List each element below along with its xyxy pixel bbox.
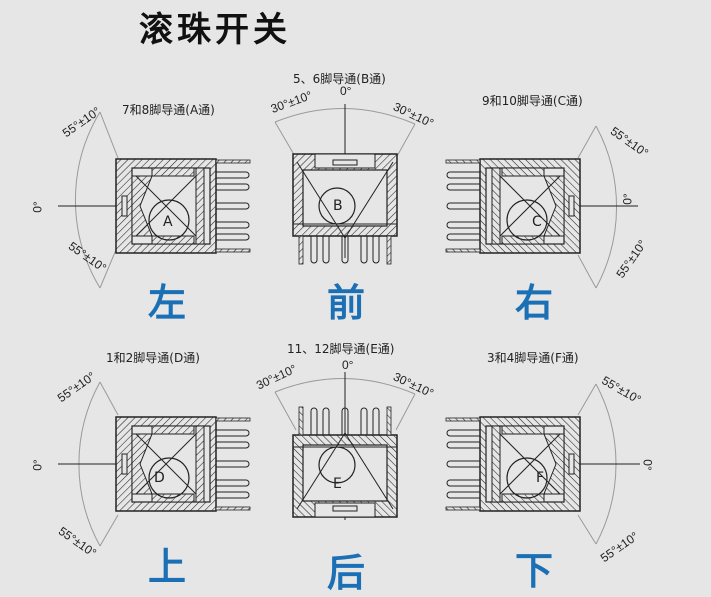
caption-e: 11、12脚导通(E通) [287, 342, 395, 356]
direction-up: 上 [148, 545, 187, 589]
ball-letter-a: A [163, 214, 173, 230]
panel-a-diagram [58, 111, 251, 289]
angle-c-zero: 0° [620, 193, 635, 205]
direction-front: 前 [327, 281, 366, 325]
ball-letter-f: F [536, 470, 545, 486]
direction-down: 下 [515, 549, 554, 593]
page-title: 滚珠开关 [139, 10, 291, 50]
panel-e-diagram [274, 372, 416, 520]
angle-a-zero: 0° [30, 201, 45, 213]
ball-letter-c: C [532, 214, 542, 230]
panel-d-diagram [58, 381, 251, 547]
ball-letter-e: E [333, 476, 342, 492]
angle-e-zero: 0° [342, 358, 354, 372]
angle-b-zero: 0° [340, 84, 352, 98]
angle-d-zero: 0° [30, 459, 45, 471]
caption-d: 1和2脚导通(D通) [106, 351, 200, 365]
direction-right: 右 [515, 281, 554, 325]
ball-letter-d: D [154, 470, 165, 486]
panel-b-diagram [274, 104, 416, 265]
direction-back: 后 [327, 551, 366, 595]
caption-a: 7和8脚导通(A通) [122, 103, 215, 117]
direction-left: 左 [148, 281, 187, 325]
ball-letter-b: B [333, 198, 343, 214]
caption-b: 5、6脚导通(B通) [293, 72, 386, 86]
angle-f-zero: 0° [640, 459, 655, 471]
caption-f: 3和4脚导通(F通) [487, 351, 579, 365]
panel-c-diagram [445, 125, 638, 289]
caption-c: 9和10脚导通(C通) [482, 94, 583, 108]
panel-f-diagram [445, 383, 640, 545]
